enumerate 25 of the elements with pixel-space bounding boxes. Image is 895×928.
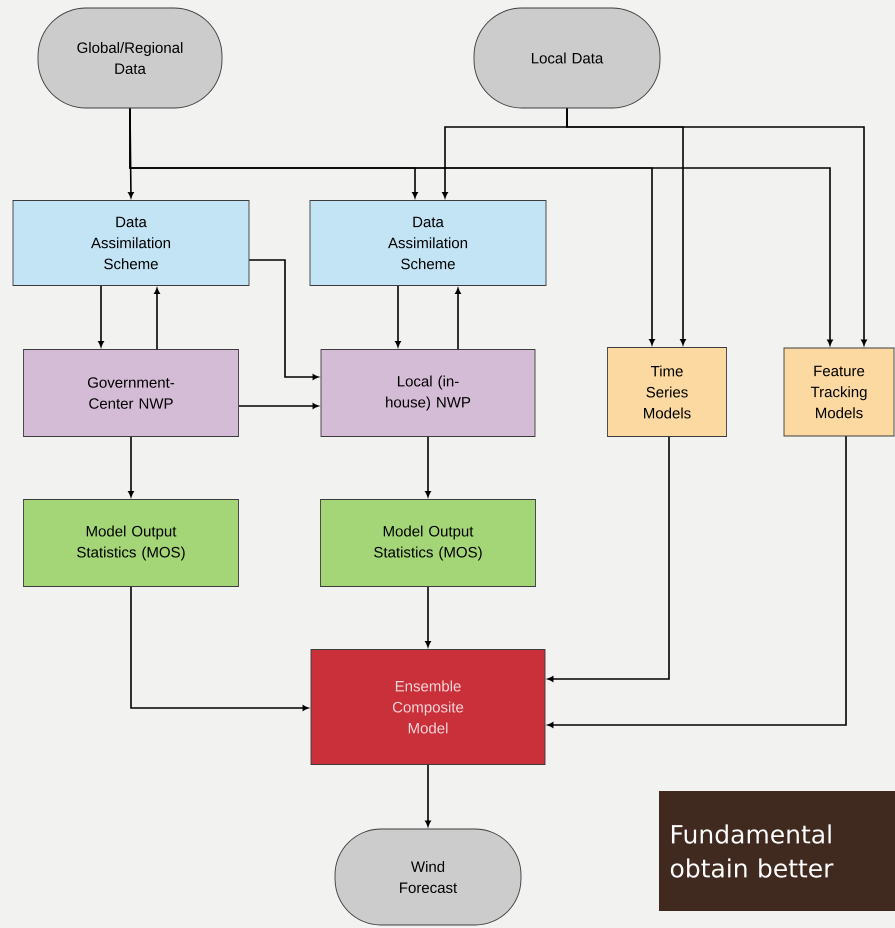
arrow xyxy=(238,403,318,409)
process-box: Feature Tracking Models xyxy=(784,348,894,436)
process-box: Ensemble Composite Model xyxy=(310,649,546,765)
arrow xyxy=(154,288,160,350)
arrow xyxy=(566,108,867,346)
process-box: Model Output Statistics (MOS) xyxy=(23,499,239,587)
process-box: Data Assimilation Scheme xyxy=(12,200,250,286)
arrow xyxy=(425,436,431,497)
process-box: Time Series Models xyxy=(607,347,727,437)
arrow xyxy=(128,436,134,497)
arrow xyxy=(98,286,104,347)
arrow xyxy=(395,286,401,347)
process-box: Model Output Statistics (MOS) xyxy=(320,499,536,587)
arrow xyxy=(130,586,308,711)
arrow xyxy=(249,259,318,380)
arrow xyxy=(425,586,431,647)
arrow xyxy=(548,436,670,682)
arrow xyxy=(455,288,461,350)
caption-box: Fundamental obtain better xyxy=(659,791,895,911)
process-box: Government-Center NWP xyxy=(23,349,239,437)
process-box: Data Assimilation Scheme xyxy=(310,200,546,286)
arrow xyxy=(425,764,431,826)
arrow xyxy=(548,436,847,728)
arrow xyxy=(129,108,833,346)
process-box: Local (in-house) NWP xyxy=(320,349,536,437)
